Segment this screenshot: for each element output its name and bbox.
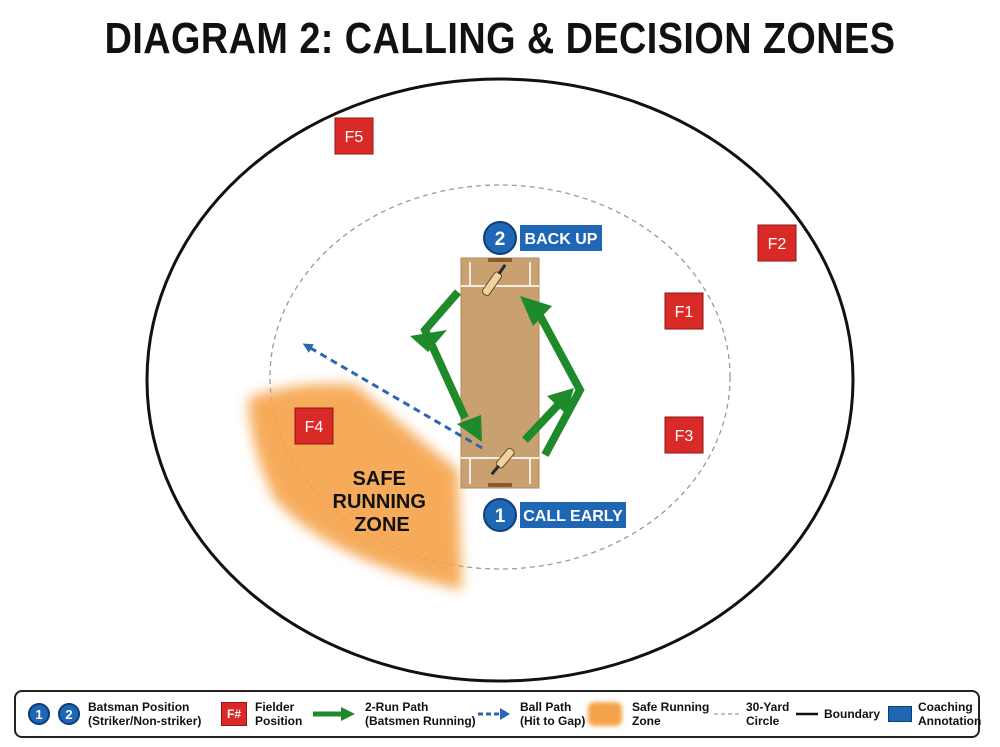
legend-safe-zone: Safe Running Zone bbox=[588, 692, 709, 736]
fielder-f5: F5 bbox=[334, 117, 374, 155]
bat-bottom-icon bbox=[490, 447, 515, 476]
legend-batsman-1-icon: 1 bbox=[28, 703, 50, 725]
legend-batsman: 1 2 Batsman Position (Striker/Non-strike… bbox=[28, 692, 201, 736]
run-path-arrowhead-2 bbox=[457, 415, 482, 442]
fielder-f4: F4 bbox=[294, 407, 334, 445]
legend-fielder-icon: F# bbox=[221, 702, 247, 726]
legend-boundary-icon bbox=[796, 712, 818, 716]
legend-annotation-icon bbox=[888, 706, 912, 722]
legend-run-path-icon bbox=[313, 707, 355, 721]
annotation-call-early-text: CALL EARLY bbox=[523, 508, 623, 525]
pitch bbox=[460, 257, 540, 489]
run-path-right bbox=[534, 310, 585, 457]
batsman-1-marker: 1 bbox=[483, 498, 517, 532]
legend-annotation-line2: Annotation bbox=[918, 714, 982, 728]
thirty-yard-circle bbox=[269, 184, 731, 570]
legend-boundary: Boundary bbox=[796, 692, 880, 736]
legend-batsman-line1: Batsman Position bbox=[88, 700, 190, 714]
safe-zone-line-3: ZONE bbox=[354, 514, 410, 536]
batsman-2-number: 2 bbox=[495, 229, 506, 250]
run-path-arrowhead-1 bbox=[410, 330, 447, 352]
fielder-f2: F2 bbox=[757, 224, 797, 262]
legend-run-path-line1: 2-Run Path bbox=[365, 700, 429, 714]
legend-batsman-2-icon: 2 bbox=[58, 703, 80, 725]
legend-circle: 30-Yard Circle bbox=[714, 692, 789, 736]
legend-ball-path-icon bbox=[478, 708, 510, 720]
legend-run-path-line2: (Batsmen Running) bbox=[365, 714, 476, 728]
legend-safe-zone-icon bbox=[588, 702, 622, 726]
legend-batsman-text: Batsman Position (Striker/Non-striker) bbox=[88, 700, 201, 728]
stumps-bottom bbox=[488, 483, 512, 487]
legend-fielder-line2: Position bbox=[255, 714, 303, 728]
batsman-1-number: 1 bbox=[495, 506, 506, 527]
legend-safe-zone-line1: Safe Running bbox=[632, 700, 710, 714]
ball-path bbox=[302, 343, 483, 450]
legend-circle-icon bbox=[714, 713, 742, 715]
svg-text:F2: F2 bbox=[768, 236, 787, 253]
boundary-line bbox=[145, 77, 855, 683]
legend-ball-path-text: Ball Path (Hit to Gap) bbox=[520, 700, 585, 728]
run-path-arrowhead-3 bbox=[520, 296, 552, 326]
legend-fielder: F# Fielder Position bbox=[221, 692, 302, 736]
legend-ball-path-line1: Ball Path bbox=[520, 700, 572, 714]
legend-boundary-text: Boundary bbox=[824, 707, 881, 721]
fielder-f3: F3 bbox=[664, 416, 704, 454]
stumps-top bbox=[488, 258, 512, 262]
run-path-arrowhead-4 bbox=[547, 388, 574, 414]
svg-text:F4: F4 bbox=[305, 419, 324, 436]
fielder-f1: F1 bbox=[664, 292, 704, 330]
safe-zone-line-1: SAFE bbox=[353, 468, 406, 490]
bat-top-icon bbox=[481, 264, 507, 296]
legend-safe-zone-line2: Zone bbox=[632, 714, 661, 728]
legend-circle-text: 30-Yard Circle bbox=[746, 700, 789, 728]
run-path-inner bbox=[522, 402, 561, 443]
batsman-2-marker: 2 bbox=[483, 221, 517, 255]
legend-batsman-line2: (Striker/Non-striker) bbox=[88, 714, 202, 728]
svg-text:F3: F3 bbox=[675, 428, 694, 445]
annotation-back-up-text: BACK UP bbox=[525, 231, 598, 248]
legend-annotation-line1: Coaching bbox=[918, 700, 973, 714]
legend-annotation: Coaching Annotation bbox=[888, 692, 981, 736]
safe-zone-line-2: RUNNING bbox=[333, 491, 426, 513]
legend-safe-zone-text: Safe Running Zone bbox=[632, 700, 709, 728]
legend-run-path: 2-Run Path (Batsmen Running) bbox=[311, 692, 476, 736]
run-path-left bbox=[420, 289, 469, 420]
diagram-title: DIAGRAM 2: CALLING & DECISION ZONES bbox=[104, 14, 896, 63]
legend-circle-line2: Circle bbox=[746, 714, 780, 728]
legend-annotation-text: Coaching Annotation bbox=[918, 700, 981, 728]
legend-fielder-line1: Fielder bbox=[255, 700, 295, 714]
svg-text:F1: F1 bbox=[675, 304, 694, 321]
legend-fielder-text: Fielder Position bbox=[255, 700, 302, 728]
legend: 1 2 Batsman Position (Striker/Non-strike… bbox=[14, 690, 981, 738]
annotation-back-up: BACK UP bbox=[520, 225, 602, 251]
legend-ball-path: Ball Path (Hit to Gap) bbox=[476, 692, 585, 736]
legend-ball-path-line2: (Hit to Gap) bbox=[520, 714, 586, 728]
svg-text:F5: F5 bbox=[345, 129, 364, 146]
field-diagram: SAFE RUNNING ZONE 2 bbox=[145, 77, 855, 683]
legend-circle-line1: 30-Yard bbox=[746, 700, 790, 714]
annotation-call-early: CALL EARLY bbox=[520, 502, 626, 528]
legend-run-path-text: 2-Run Path (Batsmen Running) bbox=[365, 700, 476, 728]
safe-zone-label: SAFE RUNNING ZONE bbox=[333, 468, 432, 536]
